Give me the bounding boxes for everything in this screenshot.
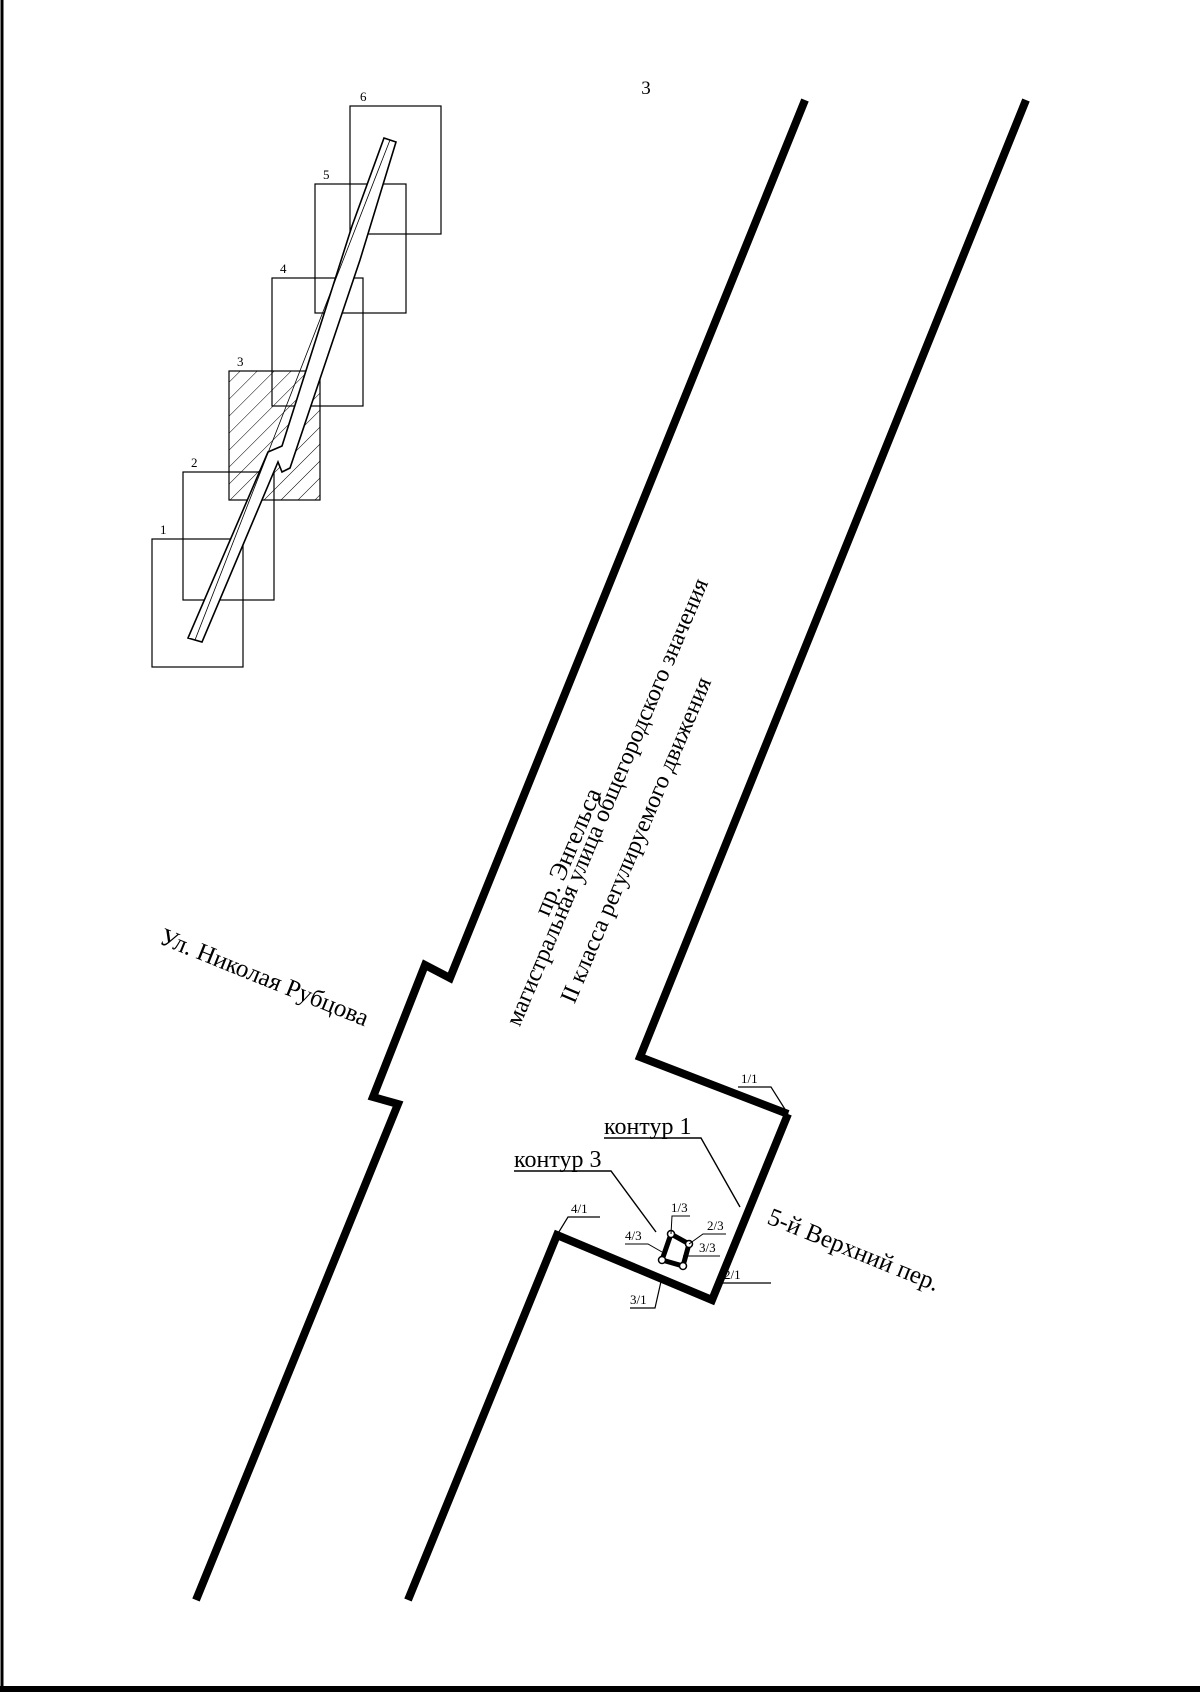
point-label-1-1: 1/1: [741, 1071, 758, 1086]
leader-point-1-1: [738, 1086, 789, 1115]
leader-point-2-1: [711, 1282, 771, 1301]
sheet-index-frame-6: [349, 105, 442, 235]
leader-point-2-3: [688, 1233, 726, 1245]
contour-1-label: контур 1: [604, 1114, 691, 1140]
sheet-index-corridor-axis: [194, 139, 391, 641]
sheet-index-label-6: 6: [360, 89, 367, 104]
contour-3-leader: [514, 1170, 657, 1233]
boundary-west: [192, 98, 809, 1602]
sheet-index-map: 1 2 3 4 5 6: [151, 89, 442, 668]
contour-1-points: [556, 1086, 789, 1309]
sheet-index-label-2: 2: [191, 455, 198, 470]
sheet-index-frame-4: [271, 277, 364, 407]
point-label-3-1: 3/1: [630, 1292, 647, 1307]
leader-point-4-3: [625, 1243, 663, 1253]
sheet-index-frame-1: [151, 538, 244, 668]
contour-3-point-3: [678, 1261, 688, 1271]
sheet-index-label-5: 5: [323, 167, 330, 182]
point-label-4-3: 4/3: [625, 1228, 642, 1243]
leader-point-1-3: [670, 1215, 690, 1235]
contour-3-shape: [657, 1229, 694, 1271]
point-label-2-3: 2/3: [707, 1218, 724, 1233]
contour-1-leader: [604, 1137, 741, 1208]
leader-point-3-1: [630, 1276, 663, 1309]
street-boundaries: [192, 98, 1030, 1602]
boundary-east-upper: [634, 98, 1030, 1118]
boundary-east-lower: [404, 1112, 792, 1602]
point-label-4-1: 4/1: [571, 1201, 588, 1216]
contour-3-label: контур 3: [514, 1147, 601, 1173]
contour-3-point-4: [657, 1255, 667, 1265]
page-number: 3: [641, 78, 651, 99]
street-name-verkhny: 5-й Верхний пер.: [764, 1204, 944, 1298]
contour-3-leaders: [625, 1215, 726, 1257]
sheet-index-label-3: 3: [237, 354, 244, 369]
sheet-index-corridor: [186, 136, 397, 643]
sheet-index-label-1: 1: [160, 522, 167, 537]
point-label-3-3: 3/3: [699, 1240, 716, 1255]
leader-point-4-1: [556, 1216, 600, 1236]
sheet-index-frame-3: [228, 370, 321, 501]
sheet-index-label-4: 4: [280, 261, 287, 276]
street-name-rubtsova: Ул. Николая Рубцова: [156, 924, 373, 1033]
point-label-1-3: 1/3: [671, 1200, 688, 1215]
point-label-2-1: 2/1: [724, 1267, 741, 1282]
sheet-index-frame-5: [314, 183, 407, 314]
contour-callouts: [514, 1137, 741, 1233]
